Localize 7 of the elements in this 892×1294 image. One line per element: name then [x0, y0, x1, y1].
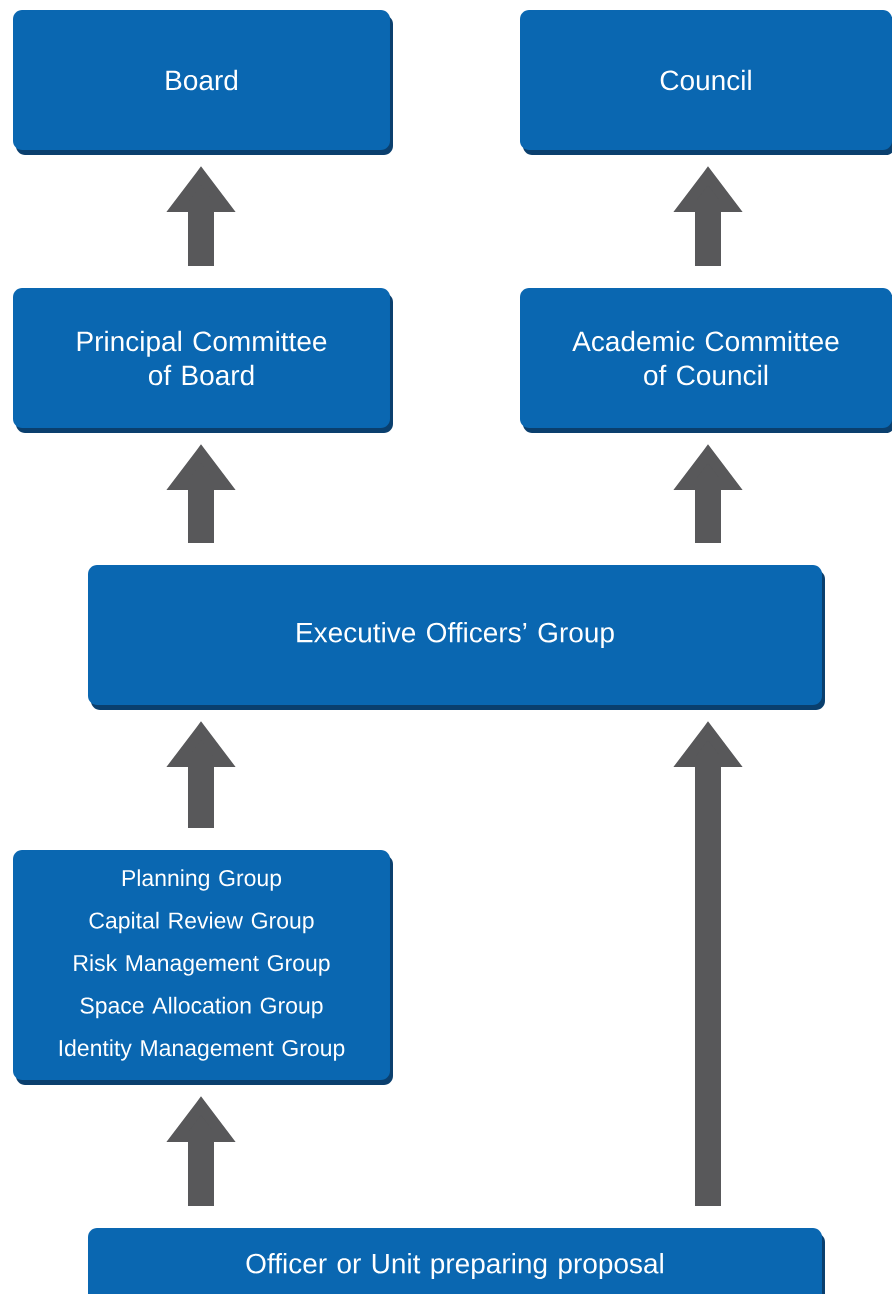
process-box: Officer or Unit preparing proposal	[88, 1228, 825, 1294]
process-box: Academic Committee of Council	[520, 288, 892, 433]
process-box: Board	[13, 10, 393, 155]
process-box: Principal Committee of Board	[13, 288, 393, 433]
process-box: Council	[520, 10, 892, 155]
process-box: Executive Officers’ Group	[88, 565, 825, 710]
process-box: Planning Group Capital Review Group Risk Management Group Space Allocation Group Identity Management Group	[13, 850, 393, 1085]
